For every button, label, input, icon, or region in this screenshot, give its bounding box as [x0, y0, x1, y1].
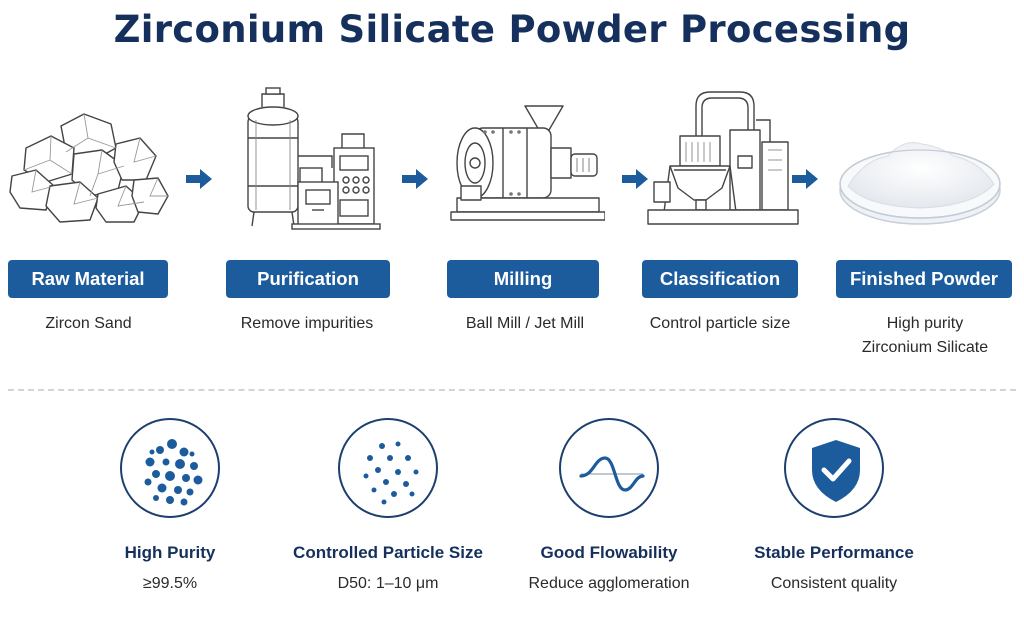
- classifier-machine-icon: [647, 91, 799, 225]
- feature-desc: ≥99.5%: [142, 575, 198, 592]
- step-desc-line-2: Zirconium Silicate: [861, 339, 989, 356]
- feature-desc: D50: 1–10 μm: [337, 575, 439, 592]
- feature-title: Controlled Particle Size: [293, 543, 483, 562]
- step-desc-milling: Ball Mill / Jet Mill: [465, 315, 585, 332]
- feature-desc: Reduce agglomeration: [528, 575, 690, 592]
- feature-title: Stable Performance: [754, 543, 914, 562]
- feature-icon-circle: [120, 418, 220, 518]
- sparse-particles-icon: [363, 441, 419, 505]
- step-desc-classification: Control particle size: [649, 315, 791, 332]
- zircon-sand-icon: [9, 113, 169, 223]
- section-divider: [8, 389, 1016, 391]
- feature-icon-circle: [784, 418, 884, 518]
- page-title: Zirconium Silicate Powder Processing: [113, 8, 911, 51]
- feature-desc: Consistent quality: [770, 575, 898, 592]
- arrow-right-icon: [402, 169, 428, 189]
- step-desc-raw-material: Zircon Sand: [45, 315, 132, 332]
- step-label-purification: Purification: [226, 260, 390, 298]
- arrow-right-icon: [792, 169, 818, 189]
- purification-tank-icon: [247, 87, 381, 230]
- step-desc-line-1: High purity: [886, 315, 964, 332]
- step-label-classification: Classification: [642, 260, 798, 298]
- powder-dish-icon: [839, 142, 1001, 225]
- step-label-raw-material: Raw Material: [8, 260, 168, 298]
- step-label-finished-powder: Finished Powder: [836, 260, 1012, 298]
- feature-icon-circle: [338, 418, 438, 518]
- step-label-milling: Milling: [447, 260, 599, 298]
- arrow-right-icon: [186, 169, 212, 189]
- feature-title: High Purity: [124, 543, 216, 562]
- dense-particles-icon: [144, 439, 203, 506]
- arrow-right-icon: [622, 169, 648, 189]
- step-desc-purification: Remove impurities: [240, 315, 374, 332]
- feature-icon-circle: [559, 418, 659, 518]
- feature-title: Good Flowability: [540, 543, 678, 562]
- step-desc-finished-powder: High purity Zirconium Silicate: [834, 312, 1016, 360]
- wave-icon: [579, 456, 645, 492]
- shield-check-icon: [812, 440, 860, 502]
- ball-mill-icon: [450, 105, 605, 221]
